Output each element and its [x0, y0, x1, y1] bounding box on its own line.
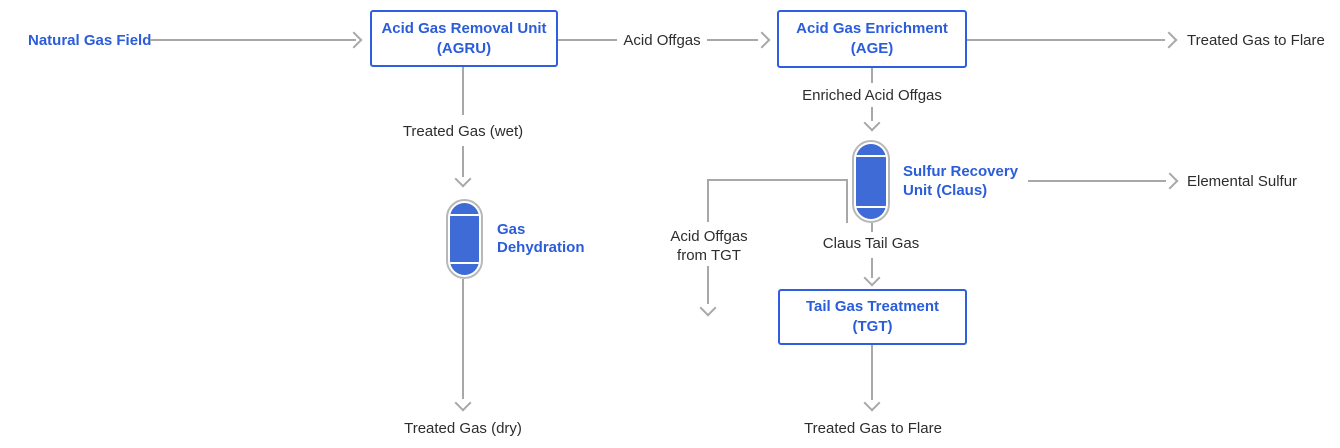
line-sru-to-elemental-sulfur [1028, 180, 1166, 182]
label-natural-gas-field: Natural Gas Field [28, 32, 152, 49]
line-recycle-down-1 [707, 179, 709, 222]
label-treated-gas-to-flare-bottom: Treated Gas to Flare [804, 420, 942, 437]
line-sru-down-stub [871, 223, 873, 232]
vessel-body [856, 144, 886, 219]
line-agru-down-2 [462, 146, 464, 177]
arrow-down-icon [863, 114, 881, 132]
arrow-right-icon [753, 31, 771, 49]
vessel-body [450, 203, 479, 275]
line-age-down-1 [871, 68, 873, 83]
line-agru-to-acid-offgas-label [558, 39, 617, 41]
arrow-down-icon [699, 299, 717, 317]
arrow-right-icon [1160, 31, 1178, 49]
line-recycle-horizontal [707, 179, 848, 181]
node-agru: Acid Gas Removal Unit (AGRU) [370, 10, 558, 67]
label-sulfur-recovery-unit: Sulfur Recovery Unit (Claus) [903, 163, 1019, 199]
arrow-down-icon [454, 170, 472, 188]
label-treated-gas-wet: Treated Gas (wet) [402, 123, 524, 140]
line-agru-down-1 [462, 67, 464, 115]
label-acid-offgas-from-tgt: Acid Offgas from TGT [670, 228, 748, 264]
line-recycle-to-sru [846, 179, 848, 223]
node-age: Acid Gas Enrichment (AGE) [777, 10, 967, 68]
line-natural-gas-to-agru [150, 39, 356, 41]
label-gas-dehydration: Gas Dehydration [497, 221, 585, 256]
label-treated-gas-to-flare-top: Treated Gas to Flare [1187, 32, 1325, 49]
line-tail-gas-to-tgt [871, 258, 873, 278]
line-acid-offgas-to-age [707, 39, 758, 41]
sru-vessel-icon [852, 140, 890, 223]
label-acid-offgas: Acid Offgas [623, 32, 701, 49]
arrow-down-icon [863, 394, 881, 412]
line-tgt-down [871, 345, 873, 400]
node-tgt: Tail Gas Treatment (TGT) [778, 289, 967, 345]
arrow-right-icon [345, 31, 363, 49]
arrow-down-icon [454, 394, 472, 412]
gas-dehydration-vessel-icon [446, 199, 483, 279]
line-recycle-down-2 [707, 266, 709, 304]
line-age-to-flare [967, 39, 1165, 41]
label-claus-tail-gas: Claus Tail Gas [822, 235, 920, 252]
label-treated-gas-dry: Treated Gas (dry) [404, 420, 522, 437]
line-age-down-2 [871, 107, 873, 121]
label-enriched-acid-offgas: Enriched Acid Offgas [802, 87, 942, 104]
line-dehydration-down [462, 279, 464, 399]
label-elemental-sulfur: Elemental Sulfur [1187, 173, 1298, 190]
arrow-down-icon [863, 269, 881, 287]
arrow-right-icon [1161, 172, 1179, 190]
